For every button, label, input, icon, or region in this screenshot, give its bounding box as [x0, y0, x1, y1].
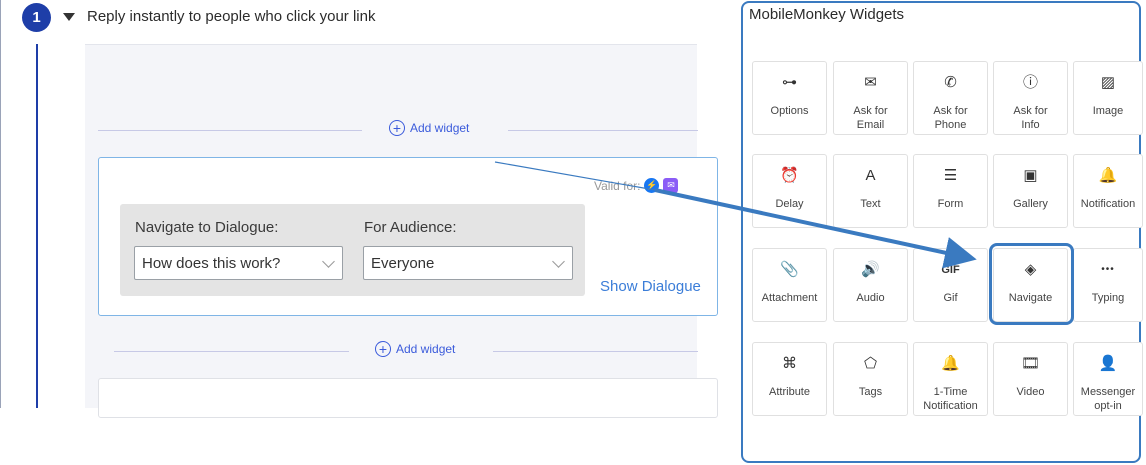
- user-add-icon: 👤: [1098, 355, 1118, 372]
- dialogue-select-value: How does this work?: [142, 255, 281, 272]
- widget-tile-label: Options: [770, 105, 809, 117]
- widget-tile-gallery[interactable]: ▣ Gallery: [993, 154, 1068, 228]
- add-widget-label: Add widget: [396, 342, 456, 356]
- widgets-panel-title: MobileMonkey Widgets: [749, 6, 905, 23]
- widget-tile-label: Image: [1092, 105, 1124, 117]
- show-dialogue-link[interactable]: Show Dialogue: [600, 278, 701, 295]
- speaker-icon: 🔊: [861, 261, 880, 278]
- add-widget-button[interactable]: + Add widget: [389, 120, 469, 136]
- canvas-divider: [85, 44, 697, 45]
- widget-tile-ask-for-email[interactable]: ✉ Ask for Email: [833, 61, 908, 135]
- widget-tile-navigate[interactable]: ◈ Navigate: [993, 248, 1068, 322]
- divider-line: [508, 130, 698, 131]
- add-widget-row: + Add widget: [114, 341, 698, 361]
- widget-tile-label: Ask for Phone: [933, 105, 968, 131]
- bell-icon: 🔔: [1098, 167, 1118, 184]
- chat-icon: ✉: [663, 178, 679, 193]
- widget-tile-video[interactable]: 🎞 Video: [993, 342, 1068, 416]
- info-icon: ⓘ: [1022, 74, 1038, 91]
- messenger-icon: ⚡: [644, 178, 660, 193]
- widget-tile-notification[interactable]: 🔔 Notification: [1073, 154, 1143, 228]
- paperclip-icon: 📎: [780, 261, 799, 278]
- widget-tile-label: 1-Time Notification: [923, 386, 978, 412]
- widget-tile-attachment[interactable]: 📎 Attachment: [752, 248, 827, 322]
- widget-tile-label: Delay: [775, 198, 804, 210]
- widget-tile-form[interactable]: ☰ Form: [913, 154, 988, 228]
- next-widget-card[interactable]: [98, 378, 718, 418]
- audience-select[interactable]: Everyone: [363, 246, 573, 280]
- valid-for-label: Valid for:: [594, 178, 641, 193]
- widget-tile-label: Typing: [1091, 292, 1125, 304]
- widget-tile-label: Ask for Info: [1013, 105, 1048, 131]
- widget-tile-options[interactable]: ⊶ Options: [752, 61, 827, 135]
- add-widget-row: + Add widget: [98, 120, 698, 140]
- add-widget-button[interactable]: + Add widget: [375, 341, 455, 357]
- audience-select-value: Everyone: [371, 255, 435, 272]
- plus-circle-icon: +: [375, 341, 391, 357]
- divider-line: [98, 130, 362, 131]
- add-widget-label: Add widget: [410, 121, 470, 135]
- widget-tile-label: Video: [1016, 386, 1045, 398]
- widget-tile-messenger-opt-in[interactable]: 👤 Messenger opt-in: [1073, 342, 1143, 416]
- editor-left-border: [0, 0, 1, 408]
- widget-tile-gif[interactable]: GIF Gif: [913, 248, 988, 322]
- chevron-down-icon: [322, 255, 335, 268]
- plus-circle-icon: +: [389, 120, 405, 136]
- divider-line: [493, 351, 698, 352]
- widget-tile-label: Notification: [1080, 198, 1136, 210]
- widget-tile-delay[interactable]: ⏰ Delay: [752, 154, 827, 228]
- navigate-to-dialogue-label: Navigate to Dialogue:: [135, 219, 279, 236]
- film-icon: 🎞: [1020, 355, 1041, 372]
- tag-icon: ⬠: [863, 355, 878, 372]
- widget-tile-label: Text: [860, 198, 881, 210]
- widget-tile-label: Form: [937, 198, 964, 210]
- divider-line: [114, 351, 349, 352]
- collapse-caret-icon[interactable]: [63, 13, 75, 21]
- chevron-down-icon: [552, 255, 565, 268]
- widget-tile-typing[interactable]: ••• Typing: [1073, 248, 1143, 322]
- widget-tile-label: Attachment: [761, 292, 818, 304]
- widget-tile-label: Attribute: [769, 386, 810, 398]
- phone-icon: ✆: [944, 74, 957, 91]
- options-icon: ⊶: [782, 74, 797, 91]
- widget-tile-audio[interactable]: 🔊 Audio: [833, 248, 908, 322]
- widget-tile-label: Navigate: [1008, 292, 1053, 304]
- image-icon: ▨: [1100, 74, 1116, 91]
- command-icon: ⌘: [782, 355, 797, 372]
- widget-tile-1-time-notification[interactable]: 🔔 1-Time Notification: [913, 342, 988, 416]
- widget-tile-image[interactable]: ▨ Image: [1073, 61, 1143, 135]
- widget-tile-tags[interactable]: ⬠ Tags: [833, 342, 908, 416]
- step-title[interactable]: Reply instantly to people who click your…: [87, 8, 376, 25]
- text-icon: A: [865, 167, 876, 184]
- widget-tile-text[interactable]: A Text: [833, 154, 908, 228]
- step-number-badge: 1: [22, 3, 51, 32]
- widget-tile-label: Gallery: [1013, 198, 1048, 210]
- one-time-bell-icon: 🔔: [941, 355, 960, 372]
- widget-tile-label: Ask for Email: [853, 105, 888, 131]
- valid-for: Valid for: ⚡ ✉: [594, 178, 679, 193]
- gif-icon: GIF: [941, 264, 960, 276]
- widget-tile-label: Gif: [943, 292, 958, 304]
- dialogue-select[interactable]: How does this work?: [134, 246, 343, 280]
- widget-tile-ask-for-phone[interactable]: ✆ Ask for Phone: [913, 61, 988, 135]
- email-icon: ✉: [864, 74, 877, 91]
- gallery-icon: ▣: [1023, 167, 1038, 184]
- for-audience-label: For Audience:: [364, 219, 457, 236]
- widget-tile-label: Audio: [856, 292, 885, 304]
- widget-tile-label: Messenger opt-in: [1080, 386, 1136, 412]
- typing-icon: •••: [1101, 264, 1115, 275]
- navigate-icon: ◈: [1024, 261, 1037, 278]
- widget-tile-label: Tags: [858, 386, 883, 398]
- form-icon: ☰: [943, 167, 958, 184]
- alarm-icon: ⏰: [780, 167, 799, 184]
- widget-tile-attribute[interactable]: ⌘ Attribute: [752, 342, 827, 416]
- step-timeline: [36, 44, 38, 408]
